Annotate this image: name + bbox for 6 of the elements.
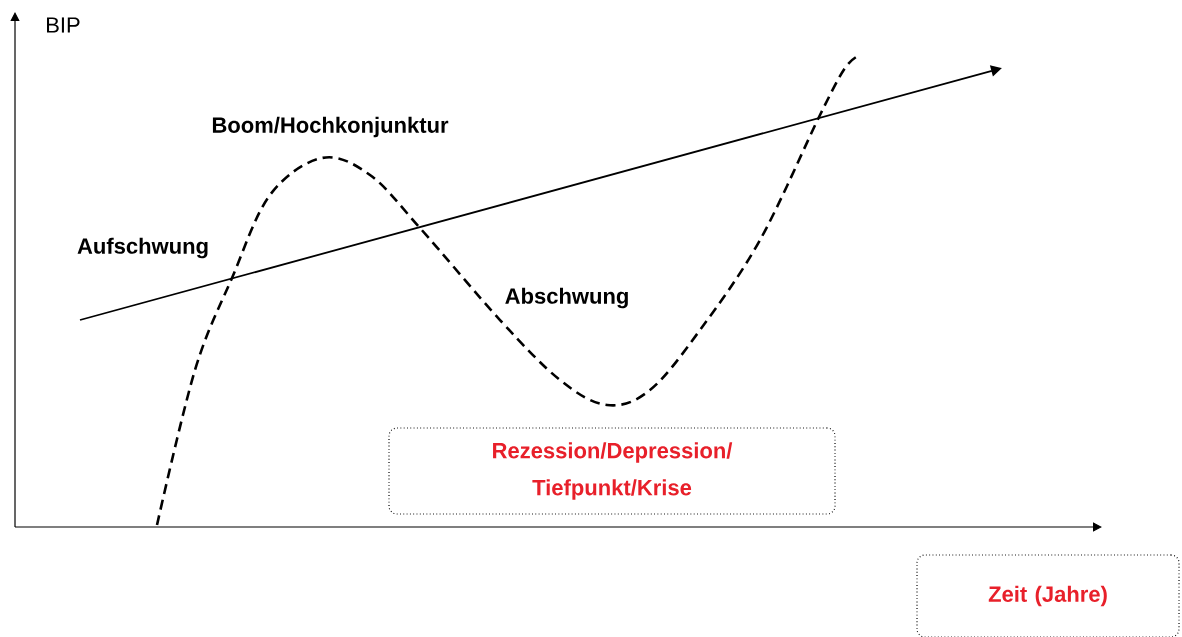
dotted-box: Zeit (Jahre): [916, 554, 1180, 637]
phase-label: Abschwung: [505, 287, 628, 309]
dotted-box: Rezession/Depression/ Tiefpunkt/Krise: [388, 427, 836, 515]
phase-label: Boom/Hochkonjunktur: [212, 116, 449, 138]
axis-label: BIP: [47, 17, 80, 33]
phase-label: Aufschwung: [77, 237, 208, 259]
